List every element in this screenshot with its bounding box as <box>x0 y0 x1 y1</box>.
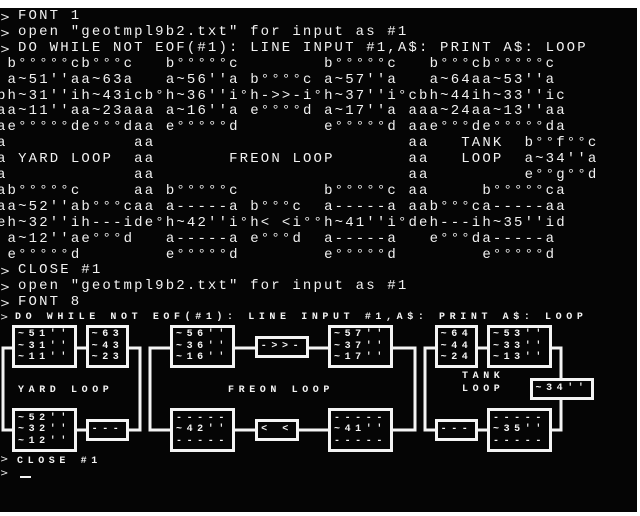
prompt-icon: > <box>0 312 9 323</box>
box-text-line: ~44 <box>440 340 473 352</box>
diagram-box-b52: ~52''~32''~12'' <box>12 408 77 452</box>
output-line: eh~32''ih---ide°h~42''i°h< <i°°h~41''i°d… <box>0 214 567 231</box>
text-cursor[interactable] <box>20 476 31 478</box>
box-text-line: ~16'' <box>175 352 229 364</box>
output-line: a YARD LOOP aa FREON LOOP aa LOOP a~34''… <box>0 151 599 168</box>
box-text-line: ----- <box>333 412 387 424</box>
prompt-icon: > <box>0 468 9 479</box>
box-text-line: < < <box>261 424 293 436</box>
diagram-box-b57: ~57''~37''~17'' <box>328 325 393 368</box>
command-line: DO WHILE NOT EOF(#1): LINE INPUT #1,A$: … <box>18 39 588 56</box>
diagram-box-b42: -----~42''----- <box>170 408 235 452</box>
freon-loop-line <box>148 346 417 432</box>
prompt-icon: > <box>0 10 11 24</box>
command-line: open "geotmpl9b2.txt" for input as #1 <box>18 278 409 295</box>
box-text-line: ~12'' <box>17 435 71 447</box>
prompt-icon: > <box>0 454 9 465</box>
box-text-line: ~57'' <box>333 329 387 341</box>
diagram-box-b53: ~53''~33''~13'' <box>487 325 552 368</box>
output-line: b°°°°°cb°°°c b°°°°°c b°°°°°c b°°°cb°°°°°… <box>0 55 557 72</box>
box-text-line: ~42'' <box>175 424 229 436</box>
box-text-line: --- <box>440 424 473 436</box>
command-line: CLOSE #1 <box>18 262 103 279</box>
box-text-line: ~43 <box>91 340 124 352</box>
box-text-line: ----- <box>492 435 546 447</box>
box-text-line: ~63 <box>91 329 124 341</box>
diagram-box-bfwd: ->>- <box>255 336 309 358</box>
output-line: ab°°°°°c aa b°°°°°c b°°°°°c aa b°°°°°ca <box>0 182 567 199</box>
prompt-icon: > <box>0 41 11 56</box>
box-text-line: ~13'' <box>492 352 546 364</box>
box-text-line: ->>- <box>260 341 304 353</box>
box-text-line: ~24 <box>440 352 473 364</box>
box-text-line: ~52'' <box>17 412 71 424</box>
box-text-line: ~36'' <box>175 340 229 352</box>
diagram-box-b64: ~64~44~24 <box>435 325 478 368</box>
box-text-line: ~35'' <box>492 424 546 436</box>
prompt-icon: > <box>0 296 11 311</box>
box-text-line: ~31'' <box>17 340 71 352</box>
prompt-icon: > <box>0 280 11 295</box>
command-line: FONT 8 <box>18 294 82 311</box>
diagram-box-b41: -----~41''----- <box>328 408 393 452</box>
yard-loop-line <box>1 346 142 432</box>
diagram-box-b35: -----~35''----- <box>487 408 552 452</box>
tank-loop-line <box>423 346 563 432</box>
output-line: a~12''ae°°°d a-----a e°°°d a-----a e°°°d… <box>0 230 557 247</box>
box-text-line: ~41'' <box>333 424 387 436</box>
font8-command-line: DO WHILE NOT EOF(#1): LINE INPUT #1,A$: … <box>15 312 588 323</box>
box-text-line: ~11'' <box>17 352 71 364</box>
command-line: FONT 1 <box>18 8 82 24</box>
box-text-line: ~33'' <box>492 340 546 352</box>
diagram-box-bdash1: --- <box>86 419 129 441</box>
box-text-line: ~32'' <box>17 424 71 436</box>
box-text-line: ~23 <box>91 352 124 364</box>
box-text-line: ----- <box>492 412 546 424</box>
output-line: e°°°°°d e°°°°°d e°°°°°d e°°°°°d <box>0 246 557 263</box>
diagram-connectors <box>1 346 563 432</box>
box-text-line: ----- <box>333 435 387 447</box>
diagram-box-bdash2: --- <box>435 419 478 441</box>
diagram-box-b51: ~51''~31''~11'' <box>12 325 77 368</box>
box-text-line: ----- <box>175 435 229 447</box>
diagram-box-brev: < < <box>255 419 299 441</box>
yard-loop-label: YARD LOOP <box>18 385 114 396</box>
box-text-line: ~53'' <box>492 329 546 341</box>
diagram-box-b56: ~56''~36''~16'' <box>170 325 235 368</box>
terminal-screen[interactable]: > FONT 1 > open "geotmpl9b2.txt" for inpu… <box>0 8 637 512</box>
output-line: aa~52''ab°°°caa a-----a b°°°c a-----a aa… <box>0 198 567 215</box>
box-text-line: ~37'' <box>333 340 387 352</box>
output-line: ae°°°°°de°°°daa e°°°°°d e°°°°°d aae°°°de… <box>0 119 567 136</box>
box-text-line: ~34'' <box>535 383 589 395</box>
box-text-line: ~51'' <box>17 329 71 341</box>
box-text-line: ~17'' <box>333 352 387 364</box>
diagram-box-b63: ~63~43~23 <box>86 325 129 368</box>
tank-loop-label-2: LOOP <box>462 384 505 395</box>
box-text-line: ~56'' <box>175 329 229 341</box>
box-text-line: ~64 <box>440 329 473 341</box>
output-line: a aa aa e°°g°°d <box>0 167 599 183</box>
prompt-icon: > <box>0 264 11 279</box>
prompt-icon: > <box>0 25 11 40</box>
output-line: aa~11''aa~23aaa a~16''a e°°°°d a~17''a a… <box>0 103 567 120</box>
box-text-line: --- <box>91 424 124 436</box>
freon-loop-label: FREON LOOP <box>228 385 335 396</box>
output-line: bh~31''ih~43icb°h~36''i°h->>-i°h~37''i°c… <box>0 87 567 104</box>
box-text-line: ----- <box>175 412 229 424</box>
command-line: open "geotmpl9b2.txt" for input as #1 <box>18 23 409 40</box>
tank-loop-label-1: TANK <box>462 371 505 382</box>
close-command-line: CLOSE #1 <box>17 456 102 467</box>
diagram-box-b34: ~34'' <box>530 378 594 400</box>
output-line: a aa aa TANK b°°f°°c <box>0 135 599 152</box>
output-line: a~51''aa~63a a~56''a b°°°°c a~57''a a~64… <box>0 71 557 88</box>
